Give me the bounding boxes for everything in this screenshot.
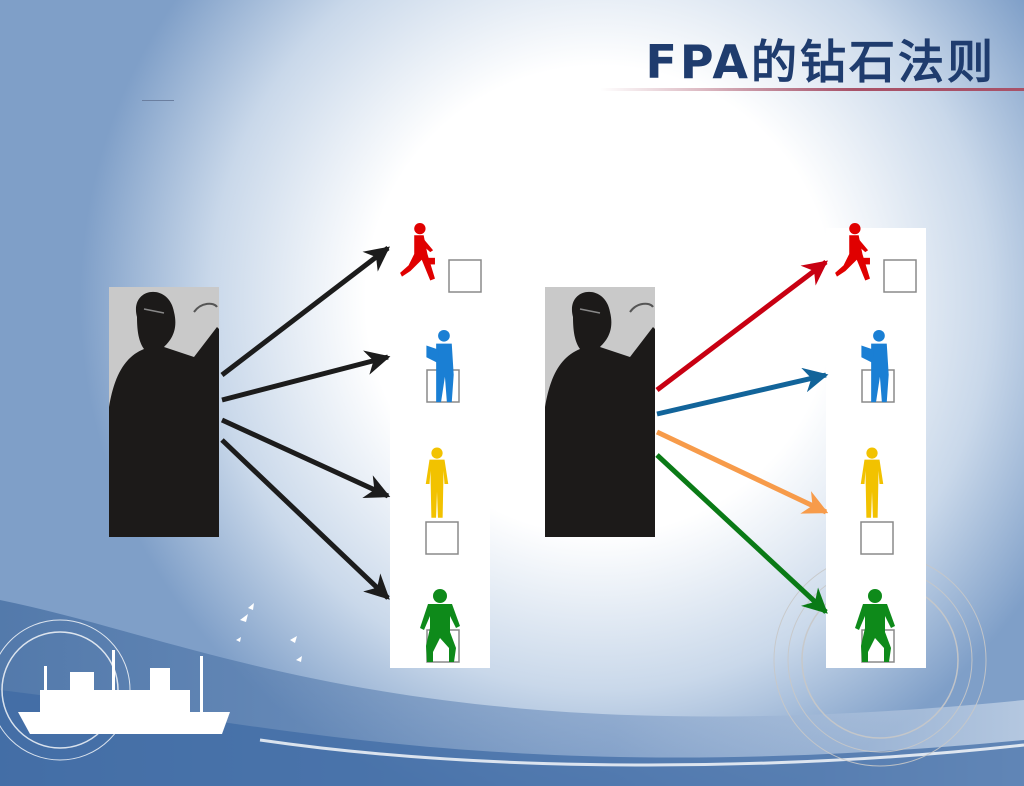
birds <box>236 603 302 662</box>
boss-silhouette-left <box>109 287 219 537</box>
checkbox-right-1 <box>883 259 917 293</box>
arrow-right-blue <box>656 367 829 417</box>
arrow-left-1 <box>220 246 390 377</box>
arrow-left-3 <box>220 417 391 499</box>
arrow-right-green <box>655 453 828 614</box>
arrows-left <box>220 246 391 600</box>
arrow-right-red <box>655 260 828 392</box>
arrow-left-2 <box>221 350 391 403</box>
boss-silhouette-right <box>545 287 655 537</box>
decorative-rule <box>142 100 174 101</box>
arrow-left-4 <box>220 438 390 600</box>
checkbox-left-3 <box>425 521 459 555</box>
checkbox-left-1 <box>448 259 482 293</box>
page-title: FPA的钻石法则 <box>645 35 996 89</box>
arrow-right-orange <box>655 429 829 515</box>
ship-silhouette <box>18 650 230 734</box>
title-underline <box>600 88 1024 91</box>
arrows-right <box>655 260 829 614</box>
checkbox-right-3 <box>860 521 894 555</box>
